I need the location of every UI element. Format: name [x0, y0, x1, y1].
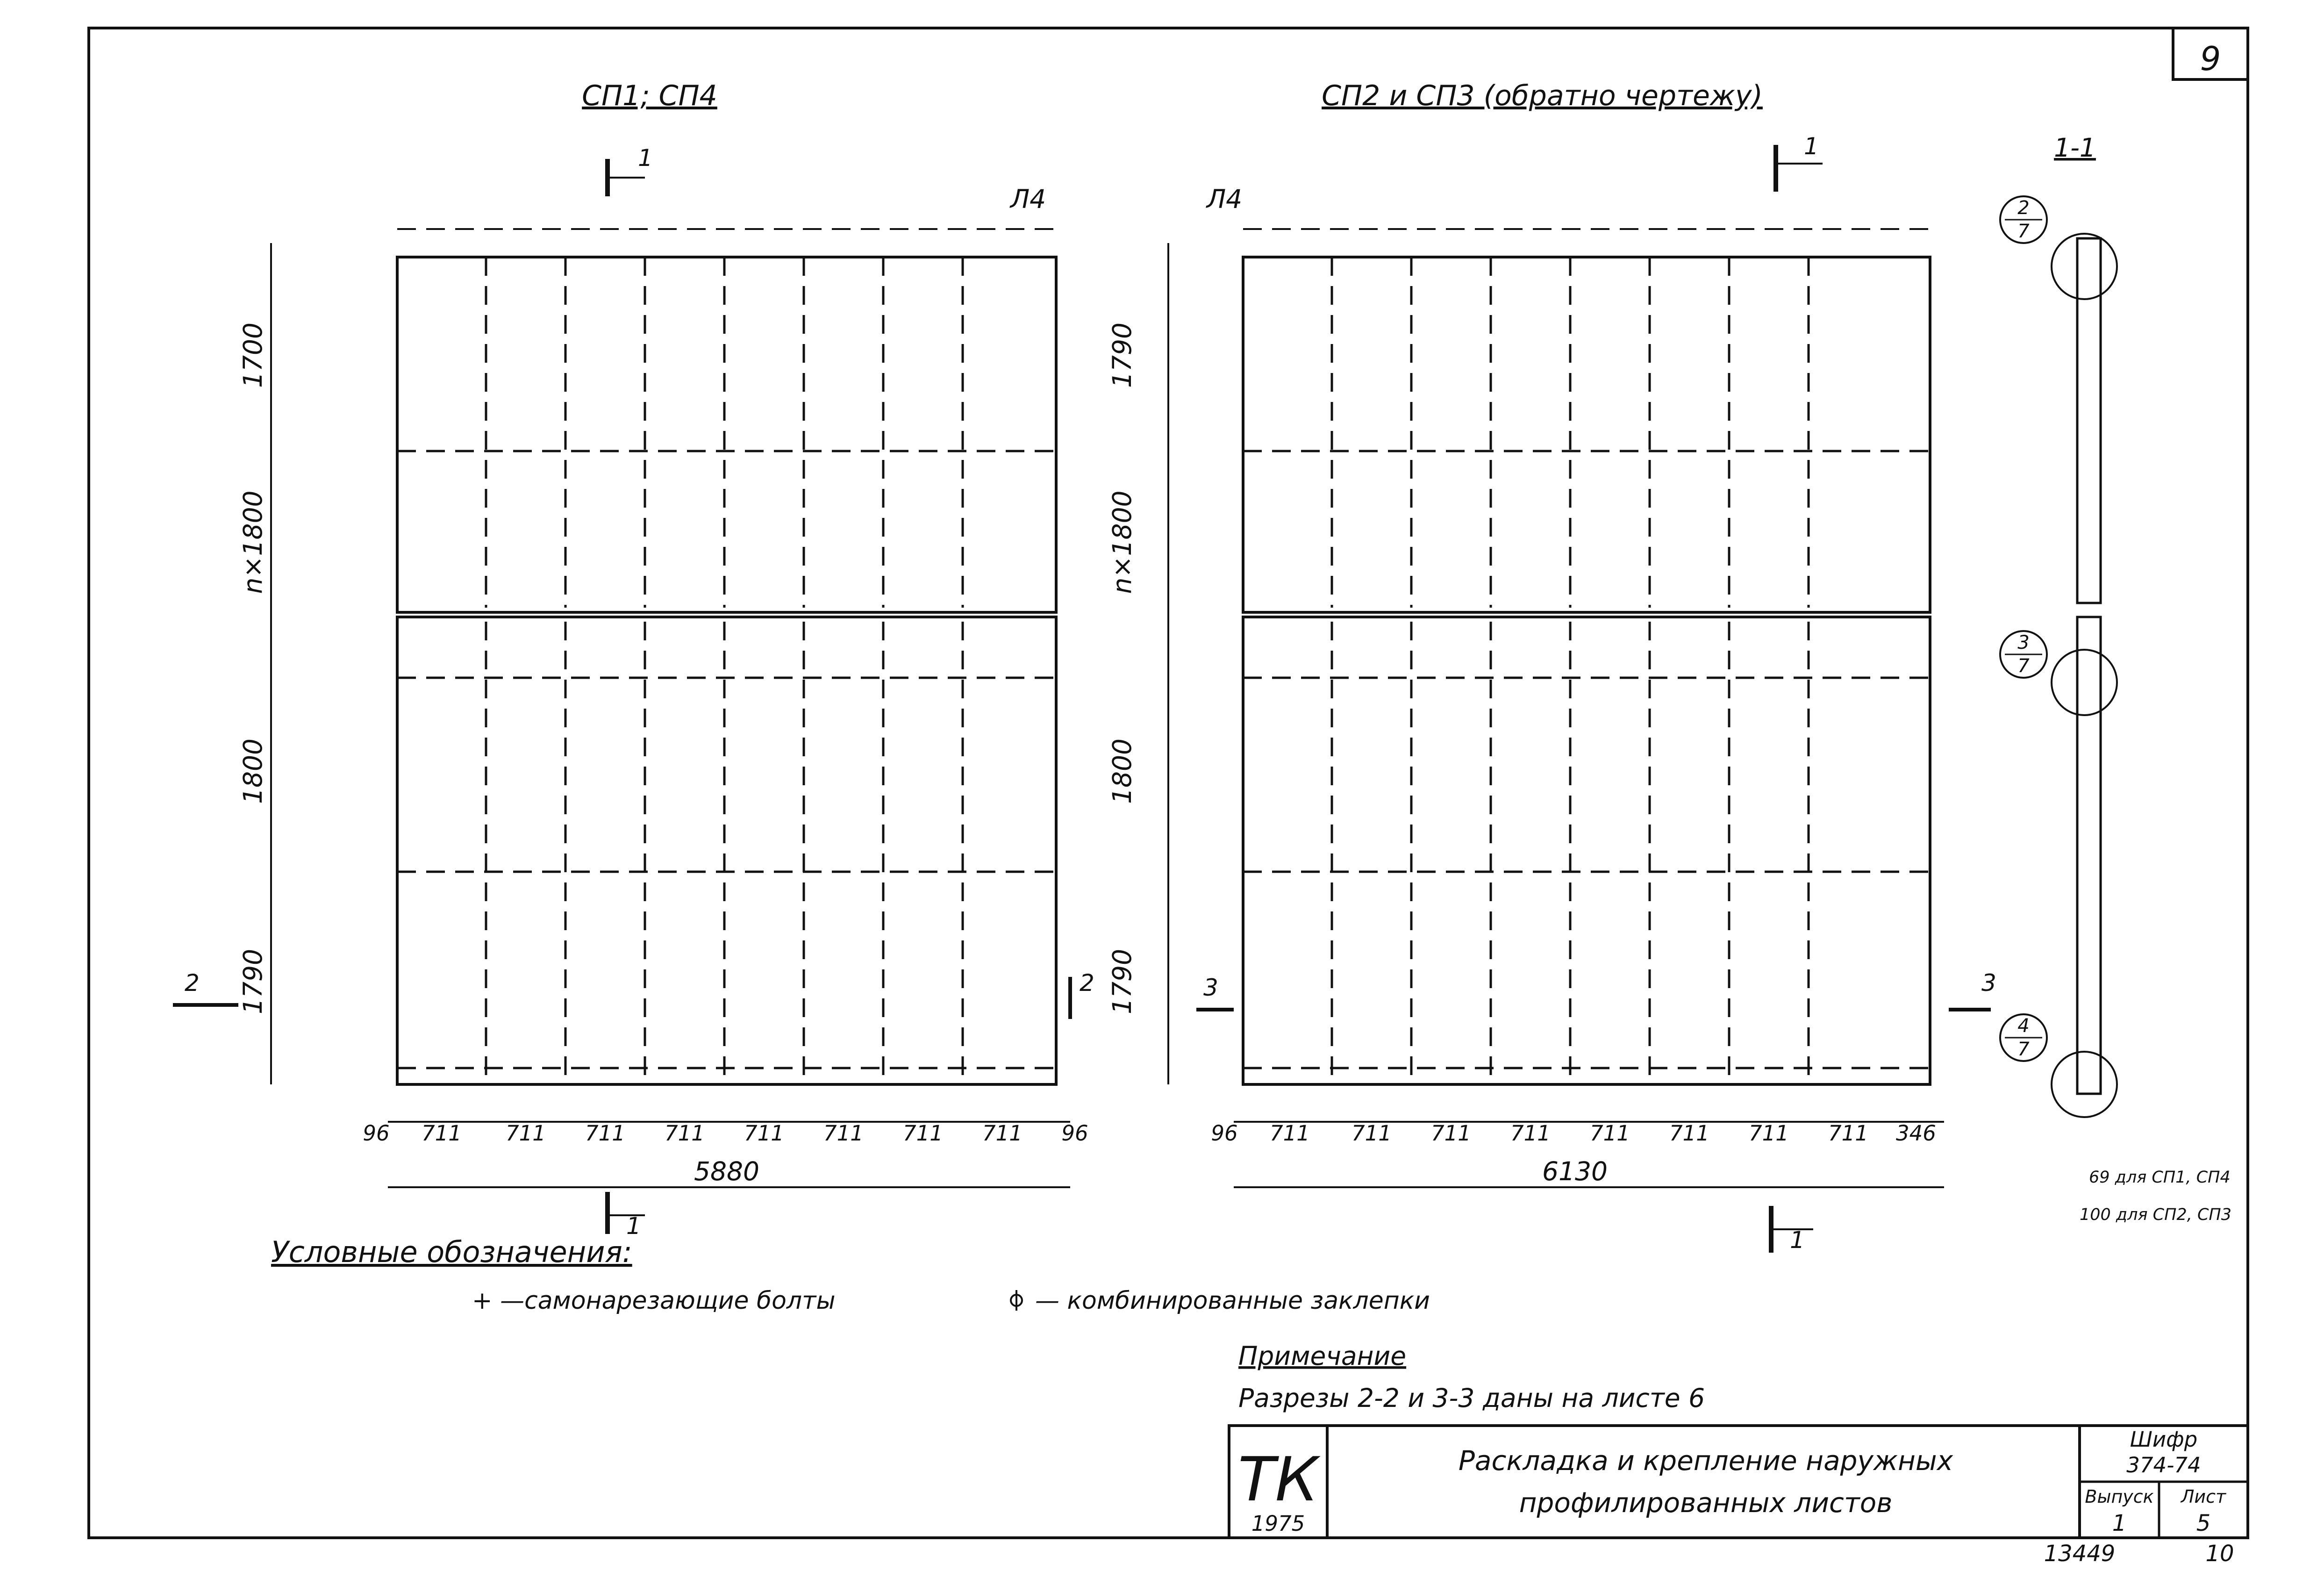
- title-block-issue-value: 1: [2112, 1510, 2127, 1536]
- left-sheet-label: Л4: [1009, 184, 1046, 214]
- title-block-sheet-value: 5: [2196, 1510, 2211, 1536]
- archive-number: 13449: [2044, 1541, 2116, 1567]
- right-section-mark-top: 1: [1773, 133, 1823, 192]
- legend-item-rivets: — комбинированные заклепки: [1035, 1287, 1430, 1315]
- left-dim-1: 1700: [238, 323, 268, 388]
- right-side-mark-left-label: 3: [1203, 974, 1218, 1001]
- left-dim-3: 1800: [238, 739, 268, 804]
- right-section-mark-bottom: 1: [1769, 1206, 1813, 1254]
- left-panel: СП1; СП4: [173, 79, 1094, 1240]
- left-dim-2: n×1800: [238, 491, 268, 594]
- right-bottom-dims: 96 711 711 711 711 711 711 711 711 346: [1211, 1121, 1936, 1146]
- title-block-issue-label: Выпуск: [2085, 1486, 2153, 1507]
- right-side-mark: 3 3: [1196, 969, 1996, 1011]
- right-panel-dimensions: 1790 n×1800 1800 1790 6130: [1107, 243, 1944, 1188]
- left-bottom-dim: 711: [744, 1121, 784, 1146]
- title-block-sheet-label: Лист: [2180, 1486, 2227, 1507]
- callout-2-num: 3: [2017, 632, 2029, 653]
- right-bottom-dim: 711: [1590, 1121, 1630, 1146]
- right-bottom-dim: 711: [1270, 1121, 1310, 1146]
- left-bottom-dim: 711: [903, 1121, 943, 1146]
- right-bottom-dim: 711: [1431, 1121, 1471, 1146]
- title-block-title-line-2: профилированных листов: [1519, 1487, 1893, 1519]
- legend-item-bolts: + —самонарезающие болты: [472, 1287, 836, 1315]
- left-section-mark-label-bottom: 1: [626, 1212, 641, 1240]
- left-dim-4: 1790: [238, 949, 268, 1014]
- right-dim-3: 1800: [1107, 739, 1137, 804]
- section-note-2: 100 для СП2, СП3: [2080, 1205, 2231, 1224]
- title-block-code-value: 374-74: [2126, 1453, 2201, 1477]
- sheet-number: 9: [2200, 40, 2221, 78]
- title-block: ТК 1975 Раскладка и крепление наружных п…: [1228, 1424, 2249, 1567]
- left-panel-grid: [397, 257, 1056, 1075]
- left-bottom-dim: 96: [363, 1121, 389, 1146]
- title-block-code-label: Шифр: [2130, 1427, 2197, 1452]
- left-panel-title: СП1; СП4: [582, 79, 717, 112]
- legend: Условные обозначения: + —самонарезающие …: [271, 1235, 1430, 1315]
- page-number: 10: [2205, 1541, 2234, 1567]
- left-total-width: 5880: [694, 1156, 759, 1186]
- section-callouts: 2 7 3 7 4 7: [1999, 195, 2048, 1062]
- callout-2-den: 7: [2017, 655, 2030, 677]
- sheet-frame: 9: [87, 27, 2249, 1539]
- left-panel-dimensions: 1700 n×1800 1800 1790 5880: [238, 243, 1070, 1188]
- left-bottom-dim: 711: [506, 1121, 546, 1146]
- note: Примечание Разрезы 2-2 и 3-3 даны на лис…: [1238, 1341, 1705, 1413]
- title-block-title-line-1: Раскладка и крепление наружных: [1459, 1445, 1953, 1477]
- right-side-mark-right-label: 3: [1981, 969, 1996, 997]
- left-side-mark-label: 2: [185, 969, 200, 997]
- left-bottom-dim: 711: [585, 1121, 625, 1146]
- left-panel-sheet-outline: [396, 228, 1058, 1086]
- left-section-mark-top: 1: [605, 144, 653, 196]
- left-bottom-dim: 96: [1061, 1121, 1088, 1146]
- right-section-mark-label: 1: [1804, 133, 1819, 160]
- left-bottom-dims: 96 711 711 711 711 711 711 711 711 96: [363, 1121, 1088, 1146]
- left-bottom-dim: 711: [665, 1121, 705, 1146]
- note-title: Примечание: [1238, 1341, 1406, 1371]
- right-bottom-dim: 711: [1749, 1121, 1789, 1146]
- right-total-width: 6130: [1542, 1156, 1608, 1186]
- right-panel: СП2 и СП3 (обратно чертежу): [1107, 79, 1996, 1254]
- right-panel-sheet-outline: [1242, 228, 1931, 1086]
- callout-1-num: 2: [2017, 197, 2029, 219]
- section-view-title: 1-1: [2054, 133, 2096, 163]
- right-dim-2: n×1800: [1107, 491, 1137, 594]
- right-bottom-dim: 96: [1211, 1121, 1237, 1146]
- callout-3-den: 7: [2017, 1039, 2030, 1060]
- left-section-mark-bottom: 1: [605, 1192, 645, 1240]
- rivet-icon: [1010, 1290, 1023, 1311]
- right-dim-1: 1790: [1107, 323, 1137, 388]
- right-panel-grid: [1243, 257, 1930, 1075]
- section-note-1: 69 для СП1, СП4: [2089, 1168, 2231, 1187]
- right-bottom-dim: 711: [1669, 1121, 1709, 1146]
- right-bottom-dim: 346: [1896, 1121, 1936, 1146]
- right-bottom-dim: 711: [1828, 1121, 1868, 1146]
- section-view: 1-1 2 7 3 7 4 7 69 для СП1, СП4 100 для …: [1999, 133, 2231, 1224]
- right-bottom-dim: 711: [1510, 1121, 1551, 1146]
- left-side-mark: 2 2: [173, 969, 1094, 1019]
- title-block-year: 1975: [1251, 1511, 1305, 1536]
- left-bottom-dim: 711: [422, 1121, 462, 1146]
- right-sheet-label: Л4: [1206, 184, 1242, 214]
- note-text: Разрезы 2-2 и 3-3 даны на листе 6: [1238, 1383, 1705, 1413]
- left-section-mark-label: 1: [638, 144, 653, 172]
- right-section-mark-label-bottom: 1: [1790, 1226, 1805, 1254]
- callout-3-num: 4: [2017, 1015, 2029, 1037]
- right-side-mark-label: 2: [1080, 969, 1094, 997]
- legend-title: Условные обозначения:: [271, 1235, 632, 1269]
- left-bottom-dim: 711: [982, 1121, 1023, 1146]
- right-bottom-dim: 711: [1351, 1121, 1392, 1146]
- right-dim-4: 1790: [1107, 949, 1137, 1014]
- right-panel-title: СП2 и СП3 (обратно чертежу): [1322, 79, 1763, 112]
- callout-1-den: 7: [2017, 221, 2030, 242]
- title-block-org: ТК: [1238, 1444, 1321, 1515]
- left-bottom-dim: 711: [823, 1121, 864, 1146]
